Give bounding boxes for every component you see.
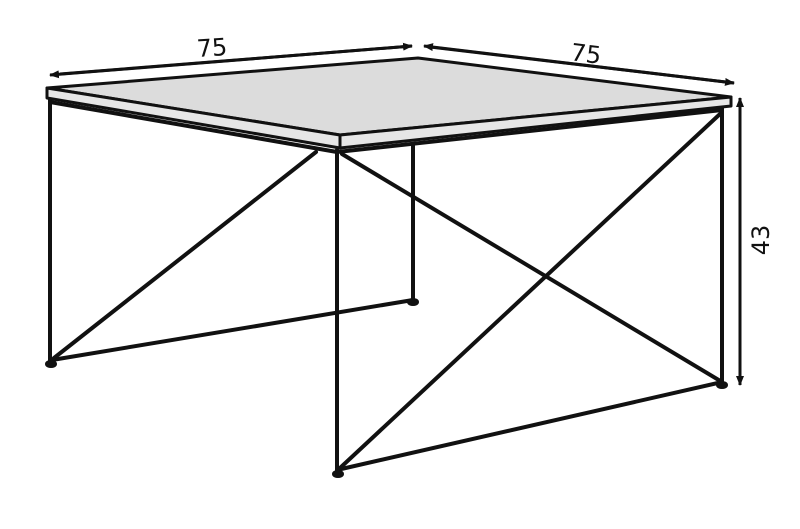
brace-right-a — [340, 152, 724, 384]
rail-bottom-left — [50, 298, 415, 362]
foot — [332, 470, 344, 478]
foot — [407, 298, 419, 306]
height-label: 43 — [747, 225, 775, 256]
depth-dimension-arrow — [423, 43, 735, 85]
rail-top-right — [335, 108, 724, 154]
brace-left — [52, 150, 318, 360]
width-label: 75 — [196, 33, 228, 63]
dimension-lines — [49, 42, 744, 386]
frame — [45, 96, 728, 478]
tabletop-edge-right — [338, 95, 733, 150]
brace-right-b — [338, 112, 722, 470]
depth-label: 75 — [569, 38, 603, 70]
foot — [716, 381, 728, 389]
rail-bottom-front — [335, 380, 724, 472]
tabletop — [45, 56, 733, 150]
rail-top-left — [48, 100, 339, 154]
width-dimension-arrow — [49, 44, 413, 79]
foot — [45, 360, 57, 368]
